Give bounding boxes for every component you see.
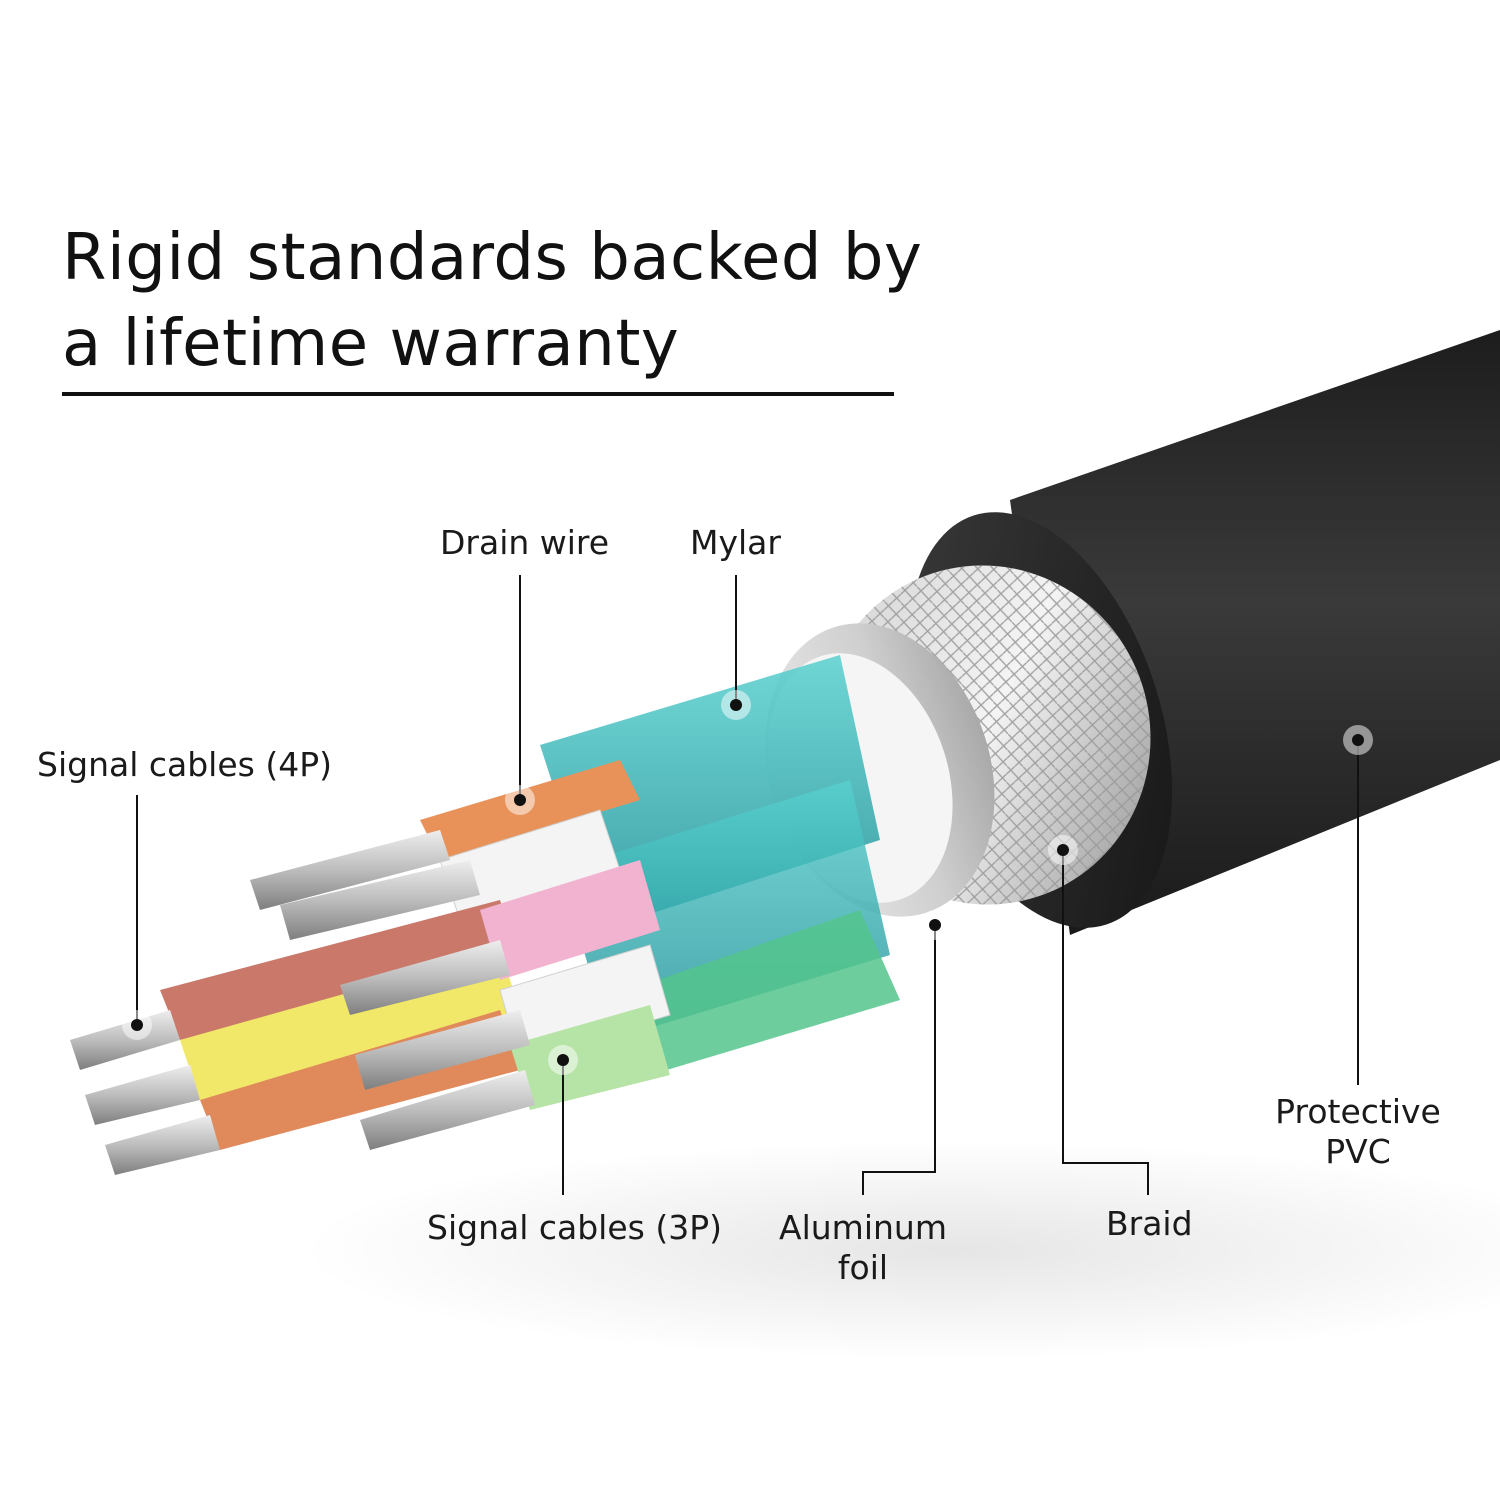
marker-braid [1048, 835, 1078, 865]
label-protective-pvc: Protective PVC [1268, 1092, 1448, 1172]
label-protective-pvc-line-1: Protective [1275, 1092, 1441, 1131]
label-signal-cables-4p: Signal cables (4P) [37, 745, 332, 784]
marker-drain-wire [505, 785, 535, 815]
marker-signal-4p [122, 1010, 152, 1040]
marker-aluminum-foil [920, 910, 950, 940]
exposed-strands [70, 830, 535, 1175]
title-line-2: a lifetime warranty [62, 307, 680, 381]
title-underline [62, 392, 894, 396]
marker-signal-3p [548, 1045, 578, 1075]
label-aluminum-foil-line-1: Aluminum [779, 1208, 947, 1247]
marker-protective-pvc [1343, 725, 1373, 755]
page-title: Rigid standards backed by a lifetime war… [62, 215, 922, 387]
label-aluminum-foil: Aluminum foil [778, 1208, 948, 1288]
floor-shadow [300, 1140, 1500, 1360]
marker-mylar [721, 690, 751, 720]
label-signal-cables-3p: Signal cables (3P) [427, 1208, 722, 1247]
title-line-1: Rigid standards backed by [62, 221, 923, 295]
label-aluminum-foil-line-2: foil [837, 1248, 889, 1287]
label-protective-pvc-line-2: PVC [1325, 1132, 1391, 1171]
label-mylar: Mylar [690, 523, 781, 562]
callout-markers [122, 690, 1373, 1075]
label-braid: Braid [1106, 1204, 1193, 1243]
label-drain-wire: Drain wire [440, 523, 610, 562]
leader-lines [136, 575, 1359, 1195]
